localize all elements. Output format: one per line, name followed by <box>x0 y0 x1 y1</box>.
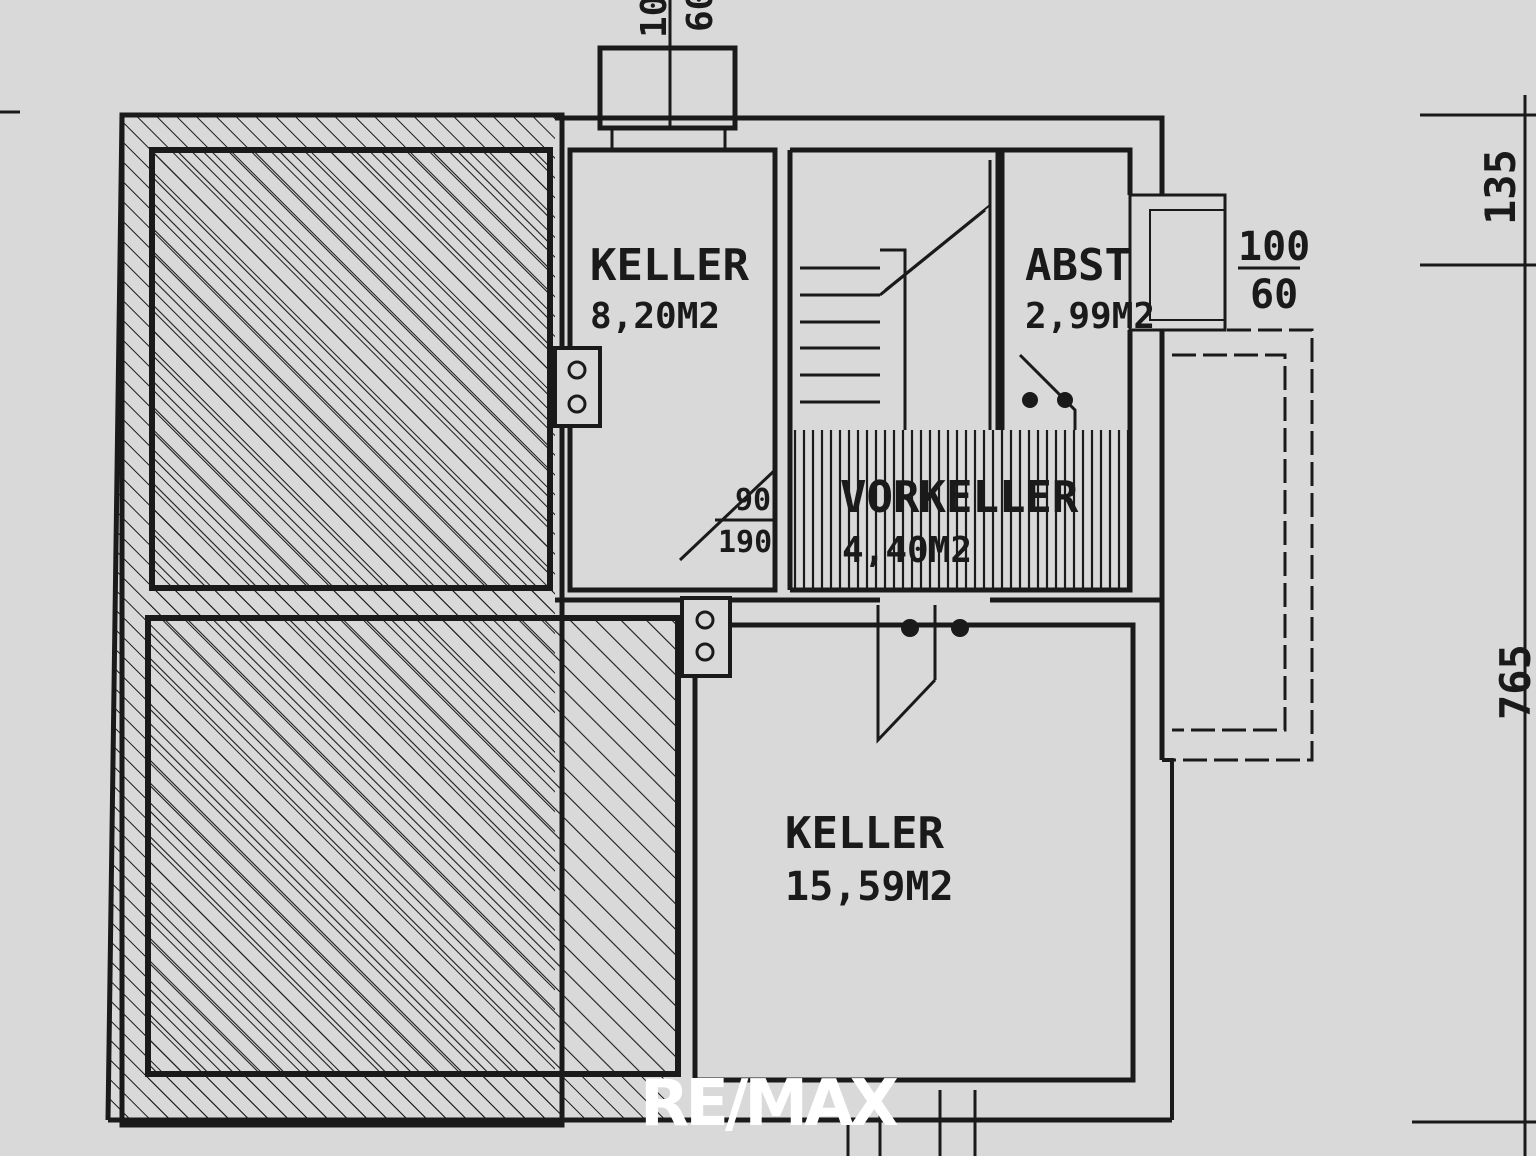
vorkeller-name: VORKELLER <box>840 472 1079 523</box>
keller-top-name: KELLER <box>590 240 749 291</box>
vorkeller-area: 4,40M2 <box>842 530 972 571</box>
door-height: 190 <box>718 525 772 560</box>
door-swing-lower <box>876 353 1077 744</box>
window-right-sill: 100 <box>1238 224 1310 270</box>
remax-watermark: RE/MAX <box>640 1067 899 1141</box>
keller-bottom-name: KELLER <box>785 808 944 859</box>
abst-name: ABST <box>1025 240 1131 291</box>
keller-bottom-area: 15,59M2 <box>785 864 954 910</box>
window-right-height: 60 <box>1250 272 1298 318</box>
staircase <box>800 204 991 430</box>
door-width: 90 <box>735 483 771 518</box>
door-swing-upper <box>678 466 777 562</box>
terrace-outline <box>1165 328 1314 762</box>
vorkeller-floor-hatch <box>790 430 1130 590</box>
dimension-765: 765 <box>1491 644 1536 720</box>
keller-top-area: 8,20M2 <box>590 296 720 337</box>
hatched-block-upper <box>149 147 553 591</box>
window-top-height: 60 <box>680 0 721 32</box>
dimension-135: 135 <box>1476 149 1525 225</box>
dimension-lines <box>0 95 1536 1156</box>
hatched-block-lower <box>145 615 681 1077</box>
fixtures <box>901 392 1073 637</box>
chimney-vents <box>553 346 732 678</box>
abst-area: 2,99M2 <box>1025 296 1155 337</box>
hatched-areas <box>145 147 681 1118</box>
window-top-sill: 10 <box>634 0 675 38</box>
